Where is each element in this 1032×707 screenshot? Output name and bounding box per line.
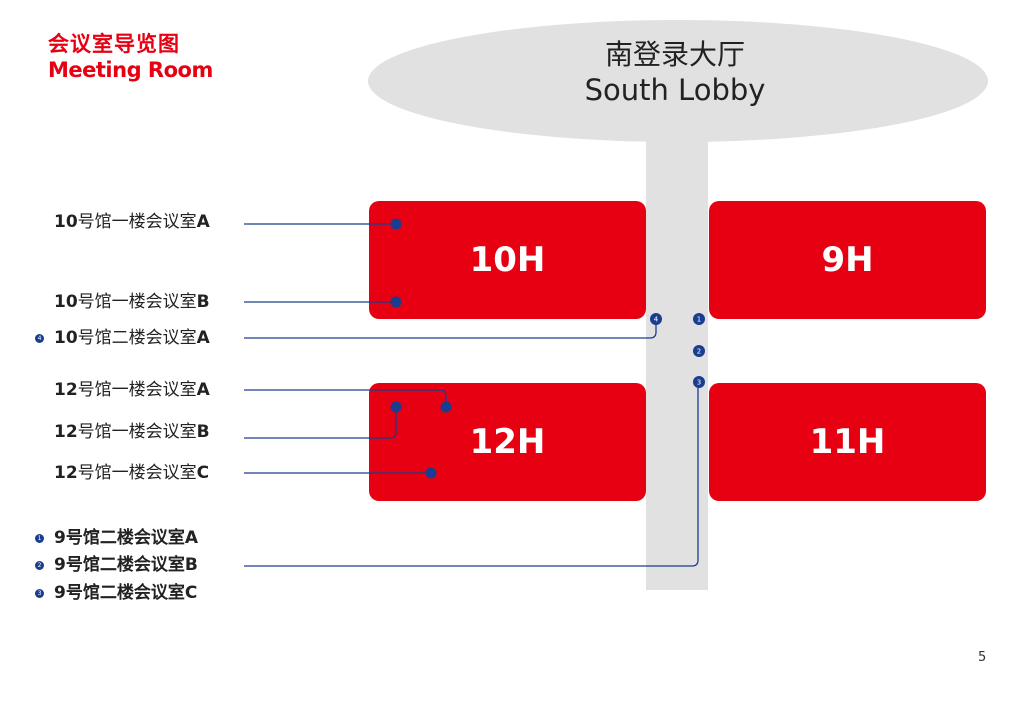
- hall-number: 9: [54, 528, 66, 548]
- room-letter: A: [196, 328, 210, 348]
- room-label-10-1f-b[interactable]: 10号馆一楼会议室B: [54, 291, 210, 313]
- hall-number: 12: [54, 380, 78, 400]
- marker-2-bullet: 2: [35, 561, 44, 570]
- room-floor-text: 号馆一楼会议室: [77, 212, 197, 232]
- room-label-12-1f-c[interactable]: 12号馆一楼会议室C: [54, 462, 209, 484]
- room-label-10-1f-a[interactable]: 10号馆一楼会议室A: [54, 211, 210, 233]
- hall-number: 9: [54, 583, 66, 603]
- south-lobby-area: [368, 20, 988, 142]
- hall-12h[interactable]: 12H: [369, 383, 646, 501]
- hall-9h[interactable]: 9H: [709, 201, 986, 319]
- hall-number: 10: [54, 292, 78, 312]
- hall-number: 10: [54, 212, 78, 232]
- room-letter: B: [184, 555, 198, 575]
- room-floor-text: 号馆二楼会议室: [65, 555, 185, 575]
- room-label-9-2f-a[interactable]: 9号馆二楼会议室A: [54, 527, 198, 549]
- corridor: [646, 138, 708, 590]
- room-letter: B: [196, 422, 210, 442]
- south-lobby-label: 南登录大厅 South Lobby: [500, 38, 850, 108]
- room-label-10-2f-a[interactable]: 10号馆二楼会议室A: [54, 327, 210, 349]
- lobby-name-en: South Lobby: [584, 73, 766, 107]
- hall-10h[interactable]: 10H: [369, 201, 646, 319]
- hall-11h[interactable]: 11H: [709, 383, 986, 501]
- lobby-name-cn: 南登录大厅: [604, 38, 745, 71]
- leader-10-2f-a: [244, 319, 657, 339]
- marker-3-bullet: 3: [35, 589, 44, 598]
- room-floor-text: 号馆一楼会议室: [77, 463, 197, 483]
- room-letter: B: [196, 292, 210, 312]
- room-floor-text: 号馆一楼会议室: [77, 380, 197, 400]
- marker-4-bullet: 4: [35, 334, 44, 343]
- map-title-en: Meeting Room: [48, 58, 213, 82]
- room-letter: A: [196, 380, 210, 400]
- hall-number: 9: [54, 555, 66, 575]
- room-letter: C: [184, 583, 198, 603]
- room-label-9-2f-b[interactable]: 9号馆二楼会议室B: [54, 554, 198, 576]
- page-number: 5: [978, 650, 987, 665]
- room-floor-text: 号馆二楼会议室: [65, 528, 185, 548]
- room-floor-text: 号馆一楼会议室: [77, 422, 197, 442]
- marker-1-bullet: 1: [35, 534, 44, 543]
- room-letter: A: [184, 528, 199, 548]
- room-label-12-1f-b[interactable]: 12号馆一楼会议室B: [54, 421, 210, 443]
- room-floor-text: 号馆二楼会议室: [77, 328, 197, 348]
- hall-number: 12: [54, 422, 78, 442]
- room-floor-text: 号馆二楼会议室: [65, 583, 185, 603]
- room-letter: A: [196, 212, 210, 232]
- room-label-12-1f-a[interactable]: 12号馆一楼会议室A: [54, 379, 210, 401]
- hall-number: 10: [54, 328, 78, 348]
- room-label-9-2f-c[interactable]: 9号馆二楼会议室C: [54, 582, 197, 604]
- map-title-cn: 会议室导览图: [48, 32, 180, 56]
- room-floor-text: 号馆一楼会议室: [77, 292, 197, 312]
- hall-number: 12: [54, 463, 78, 483]
- room-letter: C: [196, 463, 210, 483]
